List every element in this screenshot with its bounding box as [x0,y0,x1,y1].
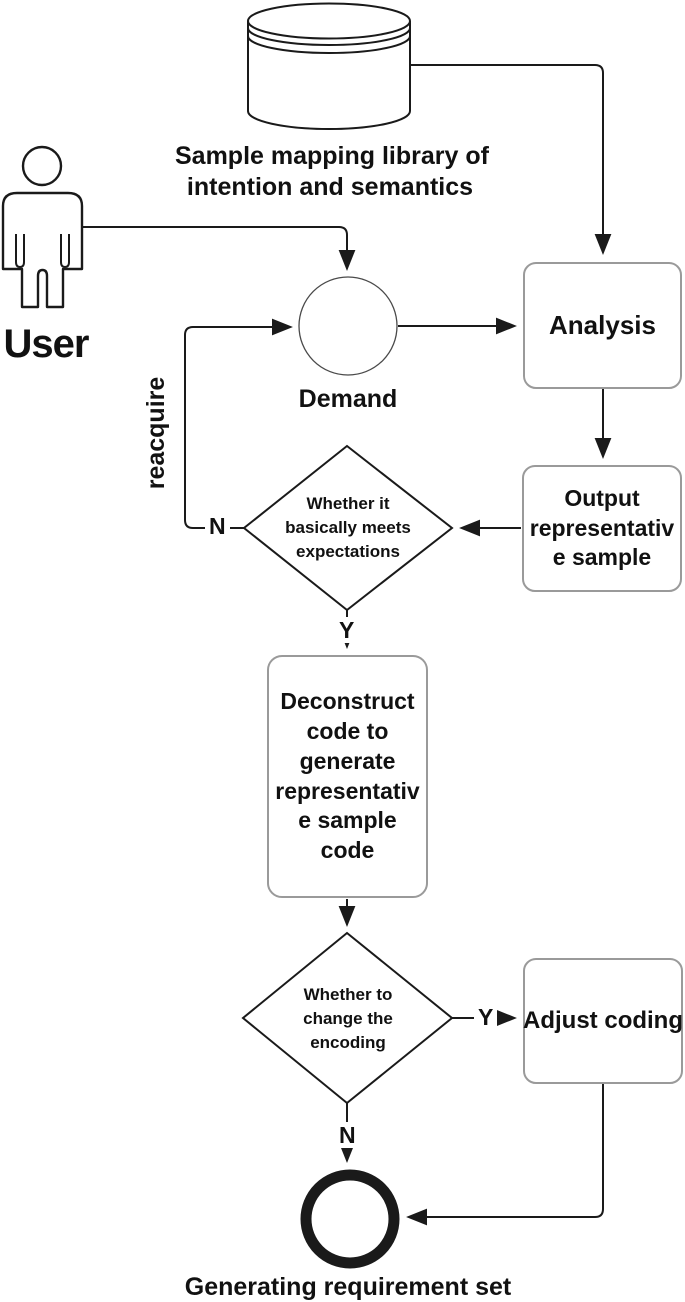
deconstruct-box-line: code [320,837,375,864]
decision1-line: Whether it [306,494,390,513]
decision1-no-label: N [205,513,230,539]
decision2-yes-label: Y [474,1004,498,1030]
decision2-text: Whether to change the encoding [263,983,433,1055]
decision1-line: expectations [296,542,400,561]
database-cylinder-icon [247,2,411,130]
decision1-yes-label: Y [335,617,359,643]
deconstruct-code-box: Deconstruct code to generate representat… [267,655,428,898]
analysis-box: Analysis [523,262,682,389]
analysis-box-label: Analysis [549,309,656,340]
adjust-coding-box: Adjust coding [523,958,683,1084]
decision2-no-label: N [335,1122,360,1148]
demand-circle-node [298,276,398,376]
database-label-line1: Sample mapping library of [175,142,489,170]
deconstruct-box-line: e sample [298,807,397,834]
database-label: Sample mapping library of intention and … [175,141,489,203]
decision2-diamond [241,931,454,1105]
user-label: User [3,322,90,366]
output-box-line: e sample [552,544,652,571]
adjust-box-label: Adjust coding [523,1007,683,1035]
end-node-label: Generating requirement set [184,1273,512,1301]
connector-decision1-no-loop-to-demand [184,318,293,529]
decision2-line: Whether to [303,985,393,1004]
connector-database-to-analysis [410,64,612,255]
decision2-line: encoding [310,1033,386,1052]
output-box-line: representativ [529,514,675,541]
deconstruct-box-line: Deconstruct [280,687,415,714]
database-label-line2: intention and semantics [186,173,474,201]
deconstruct-box-line: representativ [275,777,420,804]
decision2-line: change the [303,1009,393,1028]
user-icon [1,145,84,309]
connector-user-to-demand [82,226,356,271]
reacquire-label: reacquire [142,376,170,490]
decision1-line: basically meets [285,518,411,537]
output-box-line: Output [564,484,640,511]
deconstruct-box-line: code to [306,717,389,744]
output-sample-box: Output representativ e sample [522,465,682,592]
end-node-circle [300,1169,400,1269]
deconstruct-box-line: generate [299,747,396,774]
demand-label: Demand [298,385,398,413]
connector-adjust-to-end [406,1084,604,1226]
decision1-diamond [242,444,454,612]
decision1-text: Whether it basically meets expectations [263,492,433,564]
